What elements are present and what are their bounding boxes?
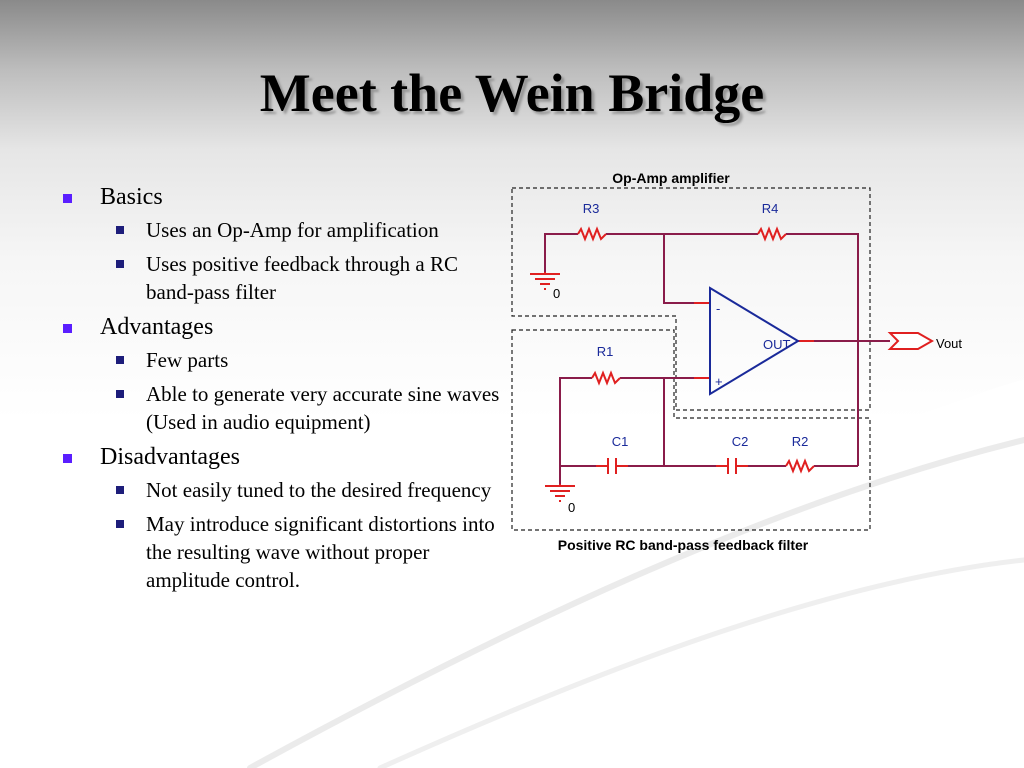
wires — [544, 233, 890, 484]
filter-box-label: Positive RC band-pass feedback filter — [558, 537, 809, 553]
r3-label: R3 — [583, 201, 600, 216]
ground-bottom-label: 0 — [568, 500, 575, 515]
bullet-basics-1: Uses an Op-Amp for amplification — [60, 216, 500, 244]
ground-top-icon — [530, 272, 560, 290]
opamp-box-label: Op-Amp amplifier — [612, 170, 730, 186]
bullet-advantages: Advantages — [60, 312, 500, 342]
bullet-square-icon — [116, 520, 124, 528]
r4-label: R4 — [762, 201, 779, 216]
bullet-disadvantages-2: May introduce significant distortions in… — [60, 510, 500, 594]
r1-resistor — [591, 370, 621, 386]
bullet-basics-2: Uses positive feedback through a RC band… — [60, 250, 500, 306]
out-pin-label: OUT — [763, 337, 791, 352]
bullet-square-icon — [116, 260, 124, 268]
bullet-square-icon — [63, 324, 72, 333]
plus-pin-label: + — [715, 374, 723, 389]
ground-bottom-icon — [545, 484, 575, 502]
vout-connector-icon — [887, 332, 935, 350]
r1-label: R1 — [597, 344, 614, 359]
bullet-square-icon — [116, 390, 124, 398]
r2-label: R2 — [792, 434, 809, 449]
c1-capacitor — [596, 458, 628, 474]
bullet-square-icon — [63, 454, 72, 463]
bullet-square-icon — [116, 226, 124, 234]
bullet-disadvantages-1: Not easily tuned to the desired frequenc… — [60, 476, 500, 504]
c1-label: C1 — [612, 434, 629, 449]
bullet-basics: Basics — [60, 182, 500, 212]
c2-label: C2 — [732, 434, 749, 449]
bullet-square-icon — [63, 194, 72, 203]
vout-label: Vout — [936, 336, 962, 351]
r4-resistor — [757, 226, 787, 242]
bullet-list: Basics Uses an Op-Amp for amplification … — [60, 182, 500, 600]
c2-capacitor — [716, 458, 748, 474]
slide-title: Meet the Wein Bridge — [259, 63, 765, 123]
ground-top-label: 0 — [553, 286, 560, 301]
bullet-disadvantages: Disadvantages — [60, 442, 500, 472]
bullet-advantages-1: Few parts — [60, 346, 500, 374]
bullet-square-icon — [116, 486, 124, 494]
filter-dashed-box — [511, 329, 871, 531]
opamp-dashed-box — [511, 187, 871, 411]
bullet-square-icon — [116, 356, 124, 364]
opamp-triangle — [709, 286, 800, 396]
r2-resistor — [785, 458, 815, 474]
minus-pin-label: - — [716, 301, 720, 316]
r3-resistor — [577, 226, 607, 242]
bullet-advantages-2: Able to generate very accurate sine wave… — [60, 380, 500, 436]
